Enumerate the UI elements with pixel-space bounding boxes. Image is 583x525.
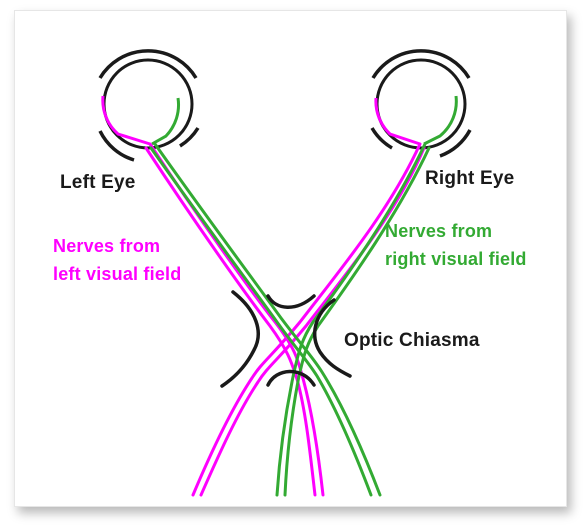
left-nerves-label-line1: Nerves from <box>53 232 160 260</box>
optic-chiasma-label: Optic Chiasma <box>344 330 480 352</box>
chiasma-top-bracket <box>268 296 314 307</box>
right-nerves-label-line2: right visual field <box>385 245 542 273</box>
left-nerves-label-line2: left visual field <box>53 260 181 288</box>
right-eye-label: Right Eye <box>425 168 514 190</box>
right-nerves-label-line1: Nerves from <box>385 217 492 245</box>
left-field-pathway <box>146 144 424 495</box>
right-field-pathway <box>151 144 429 495</box>
right-nerves-label-line2-text: right visual field <box>385 249 527 269</box>
left-eye-label: Left Eye <box>60 172 136 194</box>
chiasma-left-bracket <box>222 292 258 386</box>
